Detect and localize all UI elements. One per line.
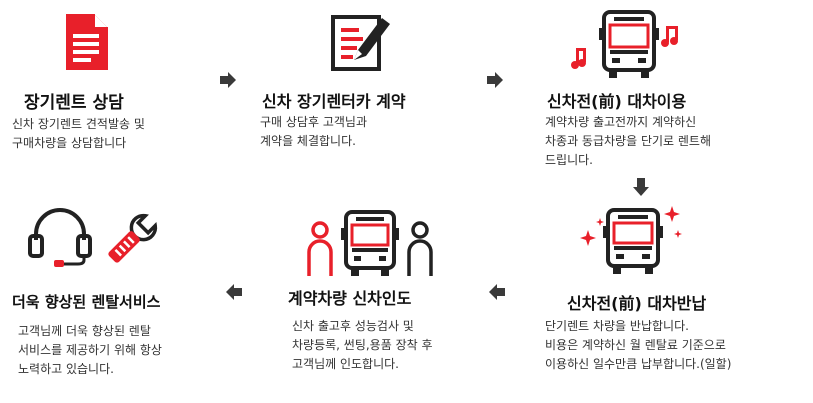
step2-desc: 구매 상담후 고객님과 계약을 체결합니다. — [260, 115, 367, 148]
people-bus-icon — [307, 210, 433, 276]
step6-title: 더욱 향상된 렌탈서비스 — [12, 293, 161, 311]
arrow-right-icon — [487, 72, 503, 88]
step3-title: 신차전(前) 대차이용 — [547, 92, 687, 111]
step1-title: 장기렌트 상담 — [24, 93, 124, 113]
arrow-right-icon — [220, 72, 236, 88]
step1-desc: 신차 장기렌트 견적발송 및 구매차량을 상담합니다 — [12, 117, 145, 150]
step2-title: 신차 장기렌터카 계약 — [262, 92, 406, 111]
step4-desc: 단기렌트 차량을 반납합니다. 비용은 계약하신 월 렌탈료 기준으로 이용하신… — [545, 319, 732, 371]
wrench-icon — [108, 213, 158, 263]
headset-icon — [28, 208, 92, 267]
step5-title: 계약차량 신차인도 — [288, 289, 412, 308]
step3-desc: 계약차량 출고전까지 계약하신 차종과 동급차량을 단기로 렌트해 드립니다. — [545, 115, 712, 167]
bus-music-icon — [571, 10, 678, 78]
document-icon — [66, 14, 108, 70]
step4-title: 신차전(前) 대차반납 — [567, 294, 707, 313]
arrow-left-icon — [226, 284, 242, 300]
step5-desc: 신차 출고후 성능검사 및 차량등록, 썬팅,용품 장착 후 고객님께 인도합니… — [292, 319, 433, 371]
arrow-left-icon — [489, 284, 505, 300]
contract-pen-icon — [331, 15, 390, 71]
arrow-down-icon — [633, 178, 649, 196]
bus-sparkle-icon — [580, 206, 682, 274]
step6-desc: 고객님께 더욱 향상된 렌탈 서비스를 제공하기 위해 항상 노력하고 있습니다… — [18, 324, 162, 376]
